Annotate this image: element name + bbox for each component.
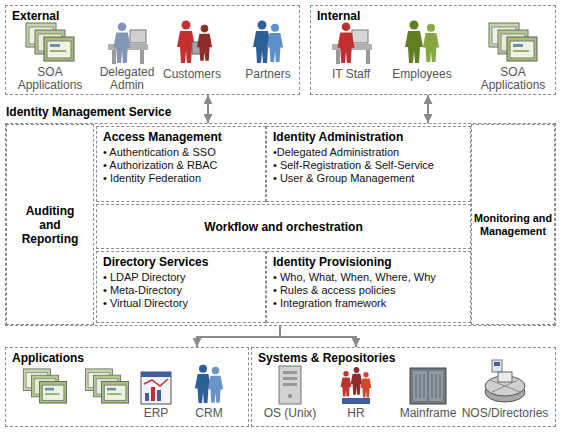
side-box: Monitoring and Management bbox=[471, 124, 555, 325]
icon-label: SOA Applications bbox=[478, 66, 548, 92]
function-box: Identity Administration •Delegated Admini… bbox=[266, 126, 471, 202]
icon-label: ERP bbox=[144, 407, 169, 420]
function-box: Access Management• Authentication & SSO•… bbox=[96, 126, 266, 202]
box-heading: Identity Management Service bbox=[6, 105, 171, 119]
function-box: Directory Services • LDAP Directory• Meta… bbox=[96, 251, 266, 323]
icon-label: CRM bbox=[195, 407, 222, 420]
icon-label: Mainframe bbox=[400, 407, 457, 420]
bullet-item: • Who, What, When, Where, Why bbox=[273, 271, 436, 284]
server-icon bbox=[279, 366, 301, 404]
icon-label: NOS/Directories bbox=[462, 407, 549, 420]
soa-icon bbox=[26, 23, 74, 61]
connector-arrow bbox=[197, 326, 280, 347]
function-band: Workflow and orchestration bbox=[96, 204, 471, 249]
bullet-item: • Rules & access policies bbox=[273, 284, 395, 297]
side-box: Auditing and Reporting bbox=[6, 124, 94, 325]
it-staff-icon bbox=[332, 22, 372, 64]
erp-icon bbox=[141, 372, 171, 404]
box-heading: Applications bbox=[12, 351, 84, 365]
customers-icon bbox=[177, 21, 212, 64]
connector-arrow bbox=[427, 95, 429, 123]
employees-icon bbox=[405, 21, 439, 64]
connector-arrow bbox=[280, 326, 356, 347]
partners-icon bbox=[253, 21, 283, 64]
bullet-item: • Virtual Directory bbox=[103, 297, 188, 310]
box-heading: Identity Provisioning bbox=[273, 255, 392, 269]
bullet-item: • Integration framework bbox=[273, 297, 386, 310]
bullet-item: • Identity Federation bbox=[103, 172, 201, 185]
service-box: Identity Management ServiceAuditing and … bbox=[5, 123, 556, 326]
box-heading: Directory Services bbox=[103, 255, 208, 269]
connector-arrow bbox=[207, 95, 209, 123]
icon-label: IT Staff bbox=[332, 68, 370, 81]
box-heading: Monitoring and Management bbox=[473, 212, 553, 237]
function-box: Identity Provisioning • Who, What, When, … bbox=[266, 251, 471, 323]
hr-icon bbox=[341, 367, 372, 404]
soa-icon bbox=[489, 23, 537, 61]
bullet-item: • Self-Registration & Self-Service bbox=[273, 159, 434, 172]
box-heading: Auditing and Reporting bbox=[18, 204, 82, 246]
bullet-item: • Meta-Directory bbox=[103, 284, 182, 297]
icon-label: Employees bbox=[392, 68, 451, 81]
icon-label: Partners bbox=[245, 68, 290, 81]
box-heading: Workflow and orchestration bbox=[204, 220, 362, 234]
directory-icon bbox=[485, 360, 525, 402]
box-heading: Internal bbox=[317, 9, 360, 23]
icon-label: HR bbox=[347, 407, 364, 420]
icon-label: SOA Applications bbox=[15, 66, 85, 92]
soa-icon bbox=[85, 369, 128, 403]
bullet-item: •Delegated Administration bbox=[273, 146, 399, 159]
box-heading: External bbox=[12, 9, 59, 23]
soa-icon bbox=[23, 369, 66, 403]
icon-label: Delegated Admin bbox=[96, 66, 158, 92]
bullet-item: • Authentication & SSO bbox=[103, 146, 216, 159]
box-heading: Access Management bbox=[103, 130, 222, 144]
icon-label: Customers bbox=[163, 68, 221, 81]
delegated-admin-icon bbox=[108, 22, 148, 64]
mainframe-icon bbox=[410, 368, 446, 404]
crm-icon bbox=[195, 365, 223, 403]
box-heading: Systems & Repositories bbox=[258, 351, 395, 365]
bullet-item: • Authorization & RBAC bbox=[103, 159, 218, 172]
bullet-item: • LDAP Directory bbox=[103, 271, 186, 284]
bullet-item: • User & Group Management bbox=[273, 172, 414, 185]
icon-label: OS (Unix) bbox=[264, 407, 317, 420]
box-heading: Identity Administration bbox=[273, 130, 403, 144]
